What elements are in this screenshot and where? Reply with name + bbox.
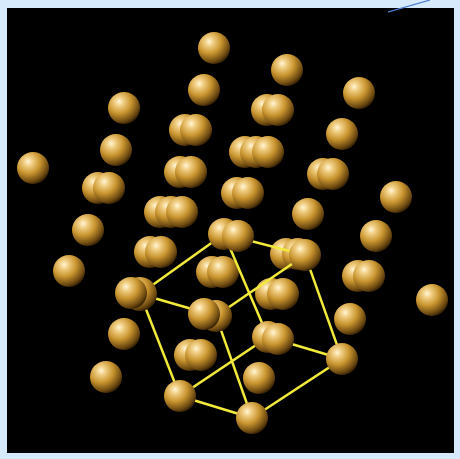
atom-sphere xyxy=(164,380,196,412)
lattice-scene xyxy=(7,8,454,453)
atom-sphere xyxy=(267,278,299,310)
render-viewport xyxy=(7,8,454,453)
atom-sphere xyxy=(317,158,349,190)
atom-sphere xyxy=(188,74,220,106)
atom-sphere xyxy=(243,362,275,394)
atom-sphere xyxy=(360,220,392,252)
atom-sphere xyxy=(188,298,220,330)
atom-sphere xyxy=(252,136,284,168)
atom-sphere xyxy=(175,156,207,188)
atom-sphere xyxy=(198,32,230,64)
atom-sphere xyxy=(380,181,412,213)
atom-sphere xyxy=(115,277,147,309)
atom-sphere xyxy=(292,198,324,230)
atom-sphere xyxy=(93,172,125,204)
atom-sphere xyxy=(53,255,85,287)
atom-sphere xyxy=(180,114,212,146)
atom-sphere xyxy=(72,214,104,246)
atom-sphere xyxy=(326,343,358,375)
atom-sphere xyxy=(108,318,140,350)
atom-sphere xyxy=(353,260,385,292)
atom-sphere xyxy=(289,239,321,271)
atom-sphere xyxy=(90,361,122,393)
atom-sphere xyxy=(416,284,448,316)
atom-sphere xyxy=(271,54,303,86)
atom-sphere xyxy=(108,92,140,124)
atom-sphere xyxy=(222,220,254,252)
atom-sphere xyxy=(236,402,268,434)
cell-edge xyxy=(305,255,342,359)
atom-sphere xyxy=(145,236,177,268)
atom-sphere xyxy=(17,152,49,184)
atom-sphere xyxy=(343,77,375,109)
atom-sphere xyxy=(100,134,132,166)
atom-sphere xyxy=(185,339,217,371)
atoms-layer xyxy=(17,32,448,394)
atom-sphere xyxy=(262,323,294,355)
atom-sphere xyxy=(232,177,264,209)
atom-sphere xyxy=(334,303,366,335)
atom-sphere xyxy=(166,196,198,228)
atom-sphere xyxy=(262,94,294,126)
atom-sphere xyxy=(326,118,358,150)
